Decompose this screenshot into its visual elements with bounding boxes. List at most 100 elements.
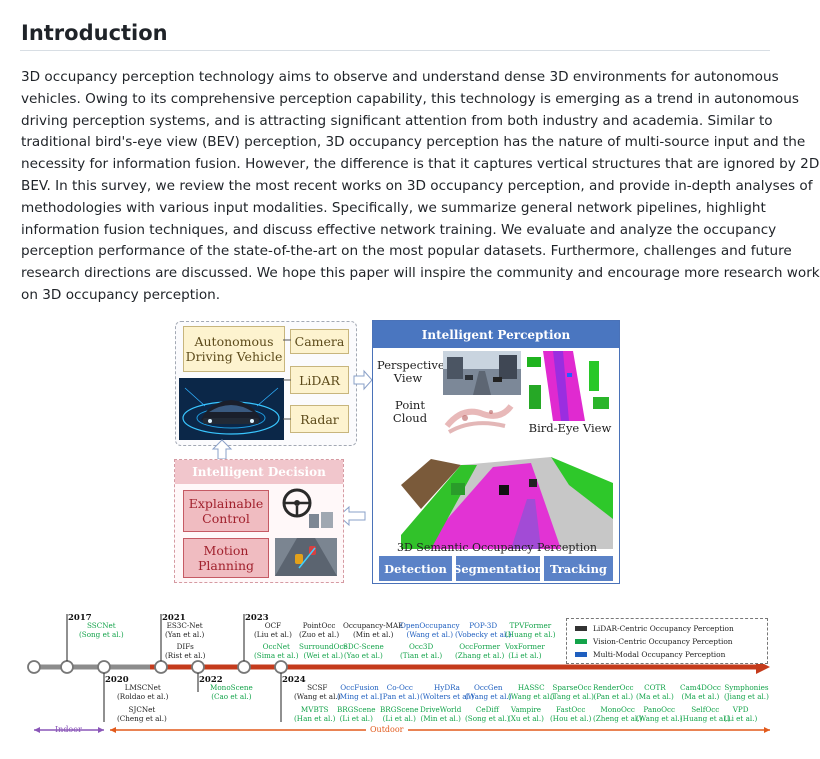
method-entry: TPVFormer(Huang et al.) (505, 621, 556, 639)
paragraph-line: methodologies with various input modalit… (21, 199, 766, 216)
year-label: 2021 (162, 613, 186, 623)
method-entry: POP-3D(Vobecky et al.) (455, 621, 512, 639)
method-entry: VoxFormer(Li et al.) (505, 642, 545, 660)
method-entry: VPD(Li et al.) (724, 705, 758, 723)
paragraph-line: information fusion techniques, and discu… (21, 221, 777, 238)
method-entry: MVBTS(Han et al.) (294, 705, 336, 723)
radar-box: Radar (290, 405, 349, 433)
paragraph-line: 3D occupancy perception technology aims … (21, 69, 779, 85)
method-entry: PointOcc(Zuo et al.) (299, 621, 340, 639)
perspective-image (443, 351, 521, 395)
point-cloud-image (443, 396, 515, 436)
steering-wheel-icon (282, 488, 333, 528)
year-label: 2022 (199, 675, 223, 685)
arrow-up-icon (211, 439, 233, 460)
method-entry: Occupancy-MAE(Min et al.) (343, 621, 404, 639)
method-entry: OCF(Liu et al.) (254, 621, 292, 639)
method-entry: RenderOcc(Pan et al.) (593, 683, 634, 701)
timeline-legend: LiDAR-Centric Occupancy Perception Visio… (566, 618, 768, 664)
method-entry: SDC-Scene(Yao et al.) (343, 642, 384, 660)
method-entry: LMSCNet(Roldao et al.) (117, 683, 169, 701)
occupancy-3d-image (401, 439, 613, 549)
method-entry: SurroundOcc(Wei et al.) (299, 642, 348, 660)
decision-title: Intelligent Decision (175, 460, 343, 484)
arrow-left-icon (338, 505, 366, 527)
method-entry: MonoScene(Cao et al.) (210, 683, 253, 701)
method-entry: Vampire(Xu et al.) (508, 705, 544, 723)
camera-box: Camera (290, 329, 349, 354)
arrow-right-icon (353, 369, 373, 391)
heading-divider (20, 50, 770, 51)
method-entry: SCSF(Wang et al.) (294, 683, 341, 701)
legend-item: LiDAR-Centric Occupancy Perception (575, 623, 734, 633)
method-entry: OccNet(Sima et al.) (254, 642, 299, 660)
method-entry: COTR(Ma et al.) (636, 683, 674, 701)
legend-item: Vision-Centric Occupancy Perception (575, 636, 733, 646)
paragraph-line: BEV. In this survey, we review the most … (21, 177, 813, 194)
detection-box: Detection (379, 556, 452, 581)
paragraph-line: vehicles. Owing to its comprehensive per… (21, 90, 799, 107)
method-entry: Cam4DOcc(Ma et al.) (680, 683, 721, 701)
method-entry: Symphonies(Jiang et al.) (724, 683, 769, 701)
method-entry: SparseOcc(Tang et al.) (550, 683, 594, 701)
motion-planning-box: Motion Planning (183, 538, 269, 578)
legend-swatch (575, 638, 587, 644)
legend-swatch (575, 625, 587, 631)
method-entry: BRGScene(Li et al.) (337, 705, 376, 723)
method-entry: Co-Occ(Pan et al.) (380, 683, 420, 701)
bev-image (523, 351, 615, 421)
method-entry: DriveWorld(Min et al.) (420, 705, 462, 723)
explainable-control-box: Explainable Control (183, 490, 269, 532)
paragraph-line: research directions are discussed. We ho… (21, 265, 820, 282)
paragraph-line: driving perception systems, and is attra… (21, 112, 773, 129)
bird-eye-view-label: Bird-Eye View (528, 421, 612, 435)
method-entry: SJCNet(Cheng et al.) (117, 705, 167, 723)
paragraph-line: traditional bird's-eye view (BEV) percep… (21, 134, 806, 151)
intelligent-perception-panel: Intelligent Perception Perspective View … (372, 320, 620, 584)
intro-paragraph: 3D occupancy perception technology aims … (21, 67, 820, 307)
intelligent-decision-panel: Intelligent Decision Explainable Control… (174, 459, 344, 583)
tracking-box: Tracking (544, 556, 613, 581)
method-entry: OccFormer(Zhang et al.) (455, 642, 505, 660)
method-entry: SSCNet(Song et al.) (79, 621, 124, 639)
document-page: Introduction 3D occupancy perception tec… (0, 21, 820, 759)
method-entry: OccGen(Wang et al.) (465, 683, 512, 701)
legend-swatch (575, 651, 587, 657)
method-entry: MonoOcc(Zheng et al.) (593, 705, 643, 723)
timeline-axis (27, 614, 770, 733)
timeline-figure: 2017 2021 2023 2020 2022 2024 SSCNet(Son… (0, 600, 800, 759)
semantic-occupancy-label: 3D Semantic Occupancy Perception (396, 541, 598, 554)
paragraph-line: on 3D occupancy perception. (21, 286, 221, 303)
method-entry: HASSC(Wang et al.) (508, 683, 555, 701)
year-label: 2020 (105, 675, 129, 685)
method-entry: SelfOcc(Huang et al.) (680, 705, 731, 723)
segmentation-box: Segmentation (453, 556, 543, 581)
paragraph-line: perception performance of the state-of-t… (21, 243, 792, 260)
method-entry: PanoOcc(Wang et al.) (636, 705, 683, 723)
legend-item: Multi-Modal Occupancy Perception (575, 649, 725, 659)
perspective-view-label: Perspective View (377, 358, 445, 385)
method-entry: CeDiff(Song et al.) (465, 705, 510, 723)
method-entry: OccFusion(Ming et al.) (337, 683, 383, 701)
lidar-box: LiDAR (290, 366, 349, 394)
paragraph-line: necessity for information fusion. Howeve… (21, 156, 820, 173)
outdoor-label: Outdoor (366, 725, 408, 735)
method-entry: FastOcc(Hou et al.) (550, 705, 592, 723)
sensor-connector (283, 339, 291, 420)
motion-planning-image (275, 538, 337, 576)
year-label: 2023 (245, 613, 269, 623)
perception-title: Intelligent Perception (373, 321, 619, 348)
method-entry: OpenOccupancy(Wang et al.) (400, 621, 460, 639)
year-label: 2017 (68, 613, 92, 623)
method-entry: ES3C-Net(Yan et al.) (165, 621, 205, 639)
section-heading: Introduction (21, 21, 168, 45)
autonomous-vehicle-box: Autonomous Driving Vehicle (183, 326, 285, 372)
method-entry: BRGScene(Li et al.) (380, 705, 419, 723)
point-cloud-label: Point Cloud (392, 398, 428, 425)
method-entry: HyDRa(Wolters et al.) (420, 683, 474, 701)
autonomous-car-image (179, 378, 284, 440)
method-entry: DIFs(Rist et al.) (165, 642, 206, 660)
year-label: 2024 (282, 675, 306, 685)
indoor-label: Indoor (55, 725, 82, 734)
method-entry: Occ3D(Tian et al.) (400, 642, 443, 660)
